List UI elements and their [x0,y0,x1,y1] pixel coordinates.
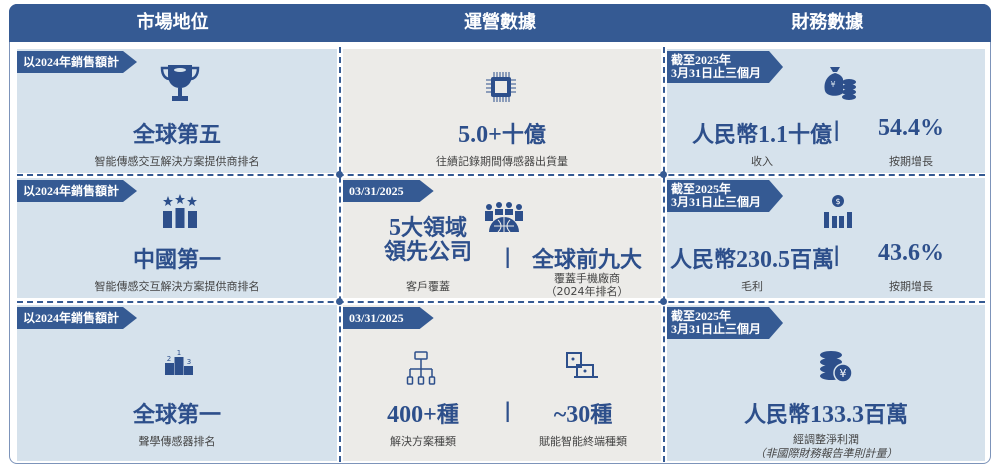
trophy-icon [160,65,200,101]
basis-tag: 以2024年銷售額計 [17,307,137,329]
date-tag: 03/31/2025 [343,307,434,329]
separator: | [833,117,841,141]
devices-value: ~30種 [553,402,613,428]
gross-profit-growth-label: 按期增長 [889,280,933,293]
shipments-value: 5.0+十億 [458,122,546,148]
money-bag-icon: ¥ [824,67,856,100]
devices-icon [566,352,598,378]
ranking-stars-icon [163,194,197,228]
shipments-desc: 往績記錄期間傳感器出貨量 [436,155,568,168]
market-desc: 智能傳感交互解決方案提供商排名 [94,280,260,293]
row-divider [17,301,985,303]
revenue-growth-value: 54.4% [878,115,944,141]
adjusted-net-profit-label: 經調整淨利潤 [793,433,859,446]
svg-text:¥: ¥ [840,367,847,380]
bar-chart-dollar-icon: $ [824,195,852,228]
market-desc: 聲學傳感器排名 [138,435,216,448]
column-divider [663,47,665,462]
header-market: 市場地位 [136,12,209,33]
market-cell-2: 以2024年銷售額計 中國第一 智能傳感交互解決方案提供商排名 [17,178,337,298]
junction-dot [660,171,667,178]
customer-coverage-desc: 客戶覆蓋 [406,280,450,293]
phone-oem-desc: 覆蓋手機廠商（2024年排名） [545,272,629,298]
row-divider [17,174,985,176]
solutions-value: 400+種 [387,402,459,428]
separator: | [833,242,841,266]
junction-dot [660,298,667,305]
market-title: 全球第五 [132,123,221,148]
market-title: 中國第一 [132,248,221,273]
phone-oem-value: 全球前九大 [531,248,642,273]
coins-yen-icon: ¥ [820,351,853,383]
market-desc: 智能傳感交互解決方案提供商排名 [94,155,260,168]
revenue-value: 人民幣1.1十億 [691,122,833,148]
basis-tag: 以2024年銷售額計 [17,180,137,202]
non-ifrs-note: （非國際財務報告準則計量） [754,447,898,460]
gross-profit-label: 毛利 [741,280,763,293]
adjusted-net-profit-value: 人民幣133.3百萬 [743,402,909,428]
revenue-label: 收入 [751,155,773,168]
market-title: 全球第一 [132,403,221,428]
separator: | [504,398,512,422]
header-bar: 市場地位 運營數據 財務數據 [9,4,991,42]
header-finance: 財務數據 [791,12,864,33]
operations-cell-3: 03/31/2025 400+種 | ~30種 解決方案種類 賦能智能終端種類 [343,305,661,461]
customer-coverage-value: 5大領域領先公司 [383,215,472,265]
junction-dot [336,171,343,178]
svg-text:$: $ [835,197,840,206]
operations-cell-1: 5.0+十億 往績記錄期間傳感器出貨量 [343,49,661,173]
svg-text:1: 1 [177,349,181,357]
devices-desc: 賦能智能終端種類 [539,435,627,448]
hierarchy-icon [406,351,436,385]
revenue-growth-label: 按期增長 [889,155,933,168]
gross-profit-growth-value: 43.6% [878,240,944,266]
junction-dot [336,298,343,305]
podium-icon: 12 3 [165,349,193,375]
header-operations: 運營數據 [463,12,536,33]
basis-tag: 以2024年銷售額計 [17,51,137,73]
operations-cell-2: 03/31/2025 5大領域領先公司 | 全球前九大 客戶覆蓋 覆蓋手機廠商（… [343,178,661,298]
gross-profit-value: 人民幣230.5百萬 [669,247,835,273]
solutions-desc: 解決方案種類 [390,435,456,448]
date-tag: 03/31/2025 [343,180,434,202]
separator: | [504,244,512,268]
svg-text:3: 3 [187,358,191,366]
global-team-icon [485,202,523,232]
svg-text:¥: ¥ [830,80,835,89]
svg-text:2: 2 [167,355,171,363]
market-cell-1: 以2024年銷售額計 全球第五 智能傳感交互解決方案提供商排名 [17,49,337,173]
chip-icon [486,72,516,102]
column-divider [339,47,341,462]
